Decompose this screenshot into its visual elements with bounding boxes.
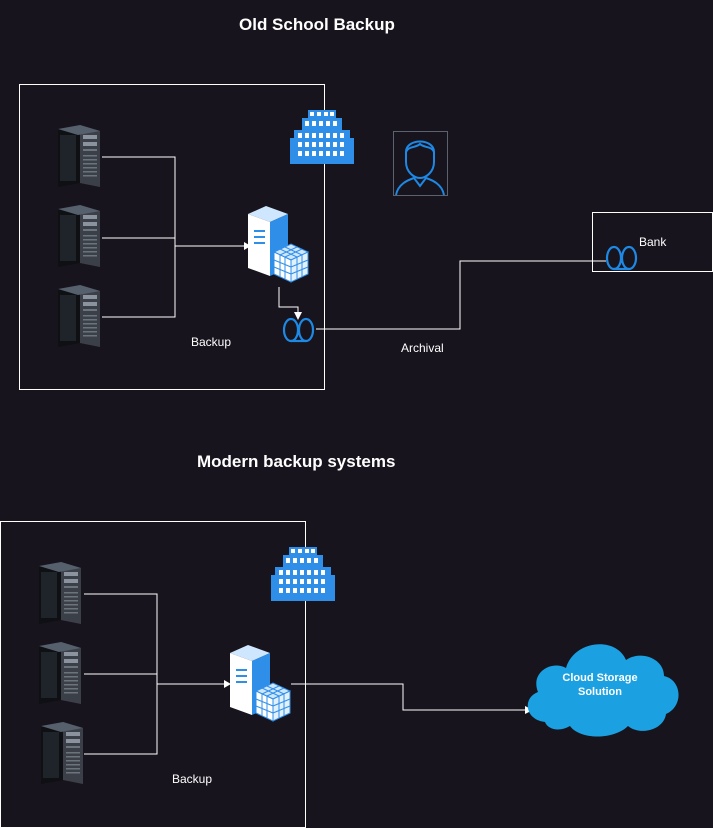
office-building-icon [271, 547, 335, 601]
modern-connectors [84, 593, 525, 755]
tower-server-icon [58, 285, 100, 347]
tower-server-icon [39, 562, 81, 624]
tower-server-icon [58, 125, 100, 187]
cloud-label-line1: Cloud Storage [562, 672, 638, 684]
old-school-title: Old School Backup [239, 15, 395, 34]
old-school-container [19, 84, 325, 390]
tower-server-icon [41, 722, 83, 784]
arrow-to-backup-server-modern [224, 680, 231, 688]
bank-label: Bank [639, 235, 667, 249]
old-connectors [102, 156, 606, 330]
tape-icon [605, 245, 638, 271]
office-building-icon [290, 110, 354, 164]
cloud-icon [527, 644, 679, 737]
arrow-to-backup-server-old [244, 242, 251, 250]
archival-label: Archival [401, 341, 444, 355]
backup-label-modern: Backup [172, 772, 213, 786]
backup-label-old: Backup [191, 335, 232, 349]
tower-server-icon [39, 642, 81, 704]
modern-title: Modern backup systems [197, 452, 396, 471]
tower-server-icon [58, 205, 100, 267]
cloud-storage-label: Cloud Storage Solution [545, 671, 655, 699]
backup-server-icon [229, 644, 291, 722]
user-icon [393, 131, 448, 196]
tape-icon [282, 317, 315, 343]
arrow-to-tape-old [294, 312, 302, 320]
backup-server-icon [247, 205, 309, 283]
cloud-label-line2: Solution [578, 686, 622, 698]
